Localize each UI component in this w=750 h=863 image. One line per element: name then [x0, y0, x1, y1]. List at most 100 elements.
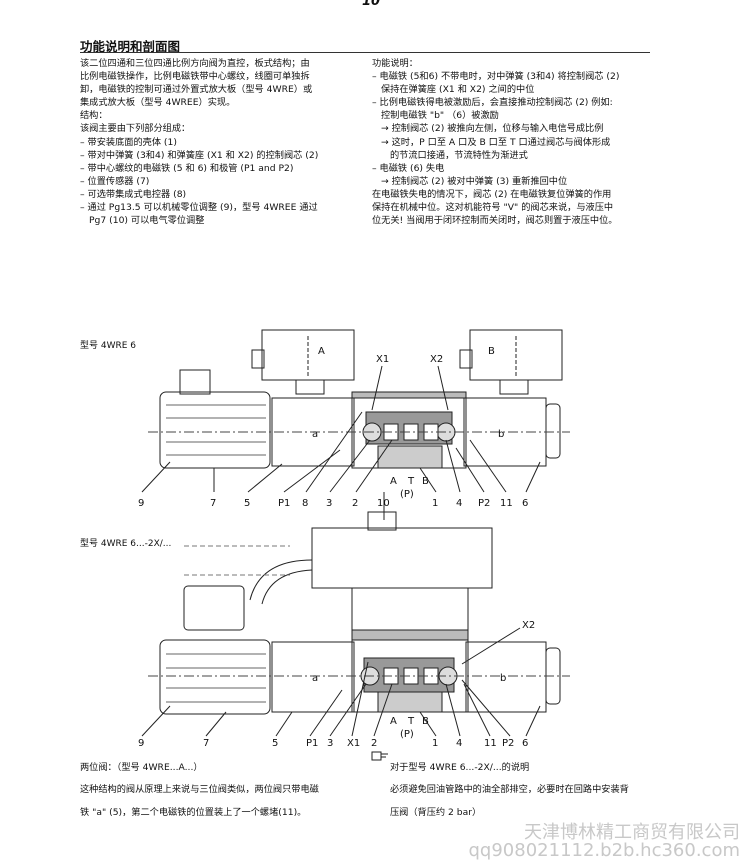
sensor-plug: [183, 585, 245, 631]
leader-1: [419, 711, 437, 737]
right_column-line: 的节流口接通，节流特性为渐进式: [390, 149, 528, 161]
two-position-note: 两位阀：（型号 4WRE...A...） 这种结构的阀从原理上来说与三位阀类似，两…: [80, 752, 360, 828]
left_column-line: – 带对中弹簧 (3和4) 和弹簧座 (X1 和 X2) 的控制阀芯 (2): [80, 149, 319, 161]
leader-9: [141, 705, 171, 737]
leader-11: [469, 439, 507, 493]
figure1-labels: A B X1 X2 a b A T B (P) 9 7 5 P1 8 3 2 1…: [138, 346, 528, 509]
sensor-connector: [179, 369, 211, 395]
num-5: 5: [244, 498, 250, 509]
left-column: 该二位四通和三位四通比例方向阀为直控，板式结构；由比例电磁铁操作，比例电磁铁带中…: [80, 57, 360, 227]
port-a: A: [390, 476, 397, 487]
left_column-line: 集成式放大板（型号 4WREE）实现。: [80, 97, 236, 109]
leader-p2: [455, 447, 485, 493]
right_column-line: 控制电磁铁 "b" （6）被激励: [381, 110, 499, 122]
num-4: 4: [456, 738, 462, 749]
right_column-line: 在电磁铁失电的情况下，阀芯 (2) 在电磁铁复位弹簧的作用: [372, 188, 612, 200]
num-7: 7: [203, 738, 209, 749]
label-solenoid-b: b: [498, 429, 504, 440]
leader-6: [525, 705, 541, 737]
leader-2: [373, 683, 393, 737]
port-b: B: [422, 476, 429, 487]
num-3: 3: [326, 498, 332, 509]
right_column-line: → 控制阀芯 (2) 被对中弹簧 (3) 重新推回中位: [381, 175, 568, 187]
left_column-line: – 通过 Pg13.5 可以机械零位调整 (9)，型号 4WREE 通过: [80, 202, 318, 214]
num-5: 5: [272, 738, 278, 749]
bottom_right-line: 压阀（背压约 2 bar）: [390, 806, 482, 818]
num-1: 1: [432, 498, 438, 509]
port-a-2: A: [390, 716, 397, 727]
valve-ports-2: [377, 691, 443, 713]
label-x1: X1: [376, 354, 389, 365]
bottom_left-line: 两位阀：（型号 4WRE...A...）: [80, 762, 203, 774]
port-t-2: T: [407, 716, 415, 727]
leader-x2: [461, 627, 521, 665]
num-11: 11: [500, 498, 513, 509]
leader-p1: [309, 689, 343, 737]
leader-11: [463, 683, 491, 737]
note-hand-icon: [371, 751, 388, 761]
right_column-line: 保持在弹簧座 (X1 和 X2) 之间的中位: [381, 84, 535, 96]
left_column-line: – 位置传感器 (7): [80, 175, 150, 187]
right_column-line: – 电磁铁 (6) 失电: [372, 162, 445, 174]
cable: [261, 569, 313, 605]
num-8: 8: [302, 498, 308, 509]
position-sensor: [159, 391, 271, 469]
electronics-knob: [367, 511, 397, 531]
left_column-line: 比例电磁铁操作，比例电磁铁带中心螺纹，线圈可单独拆: [80, 71, 310, 83]
position-sensor-2: [159, 639, 271, 715]
num-9: 9: [138, 498, 144, 509]
right_column-line: – 电磁铁 (5和6) 不带电时，对中弹簧 (3和4) 将控制阀芯 (2): [372, 71, 620, 83]
port-p-2: (P): [400, 729, 414, 740]
leader-3: [329, 439, 371, 493]
coil-b-letter: B: [488, 346, 495, 357]
num-10: 10: [377, 498, 390, 509]
num-x1: X1: [347, 738, 360, 749]
watermark-company: 天津博林精工商贸有限公司: [524, 822, 740, 843]
coil-a-letter: A: [318, 346, 325, 357]
bottom_left-line: 这种结构的阀从原理上来说与三位阀类似，两位阀只带电磁: [80, 784, 319, 796]
num-p2: P2: [478, 498, 490, 509]
num-p2: P2: [502, 738, 514, 749]
leader-1: [419, 467, 437, 493]
num-p1: P1: [306, 738, 318, 749]
left_column-line: – 带安装底面的壳体 (1): [80, 136, 177, 148]
leader-2: [355, 439, 393, 493]
cable: [249, 559, 313, 601]
bottom_left-line: 铁 "a" (5)，第二个电磁铁的位置装上了一个螺堵(11)。: [80, 806, 307, 818]
port-t: T: [407, 476, 415, 487]
left_column-line: 该二位四通和三位四通比例方向阀为直控，板式结构；由: [80, 58, 310, 69]
leader-5: [247, 463, 283, 493]
left_column-line: 该阀主要由下列部分组成：: [80, 123, 191, 135]
leader-9: [141, 461, 171, 493]
right-column: 功能说明：– 电磁铁 (5和6) 不带电时，对中弹簧 (3和4) 将控制阀芯 (…: [372, 57, 652, 227]
page-number: 10: [362, 0, 381, 9]
leader-x1: [371, 365, 383, 411]
bottom_right-line: 对于型号 4WRE 6...-2X/...的说明: [390, 762, 530, 774]
num-2: 2: [352, 498, 358, 509]
valve-ports: [377, 445, 443, 469]
num-2: 2: [371, 738, 377, 749]
leader-x2: [437, 365, 449, 411]
right_column-line: → 控制阀芯 (2) 被推向左侧，位移与输入电信号成比例: [381, 123, 604, 135]
solenoid-a-2: [271, 641, 355, 713]
section-title: 功能说明和剖面图: [80, 39, 181, 54]
num-1: 1: [432, 738, 438, 749]
integrated-electronics: [311, 527, 493, 589]
port-b-2: B: [422, 716, 429, 727]
num-4: 4: [456, 498, 462, 509]
left_column-line: – 带中心螺纹的电磁铁 (5 和 6) 和极管 (P1 and P2): [80, 162, 294, 174]
valve-body-top: [351, 391, 467, 399]
label-x2-2: X2: [522, 620, 535, 631]
type-note: 对于型号 4WRE 6...-2X/...的说明必须避免回油管路中的油全部排空，…: [390, 752, 660, 828]
left_column-line: Pg7 (10) 可以电气零位调整: [89, 215, 205, 227]
label-solenoid-b-2: b: [500, 673, 506, 684]
left_column-line: – 可选带集成式电控器 (8): [80, 188, 187, 200]
right_column-line: 保持在机械中位。这对机能符号 "V" 的阀芯来说，与液压中: [372, 202, 614, 214]
leader-4: [445, 683, 461, 737]
valve-body-plate: [351, 629, 469, 641]
leader-x1: [351, 661, 369, 737]
num-p1: P1: [278, 498, 290, 509]
left_column-line: 结构：: [80, 110, 108, 122]
label-solenoid-a: a: [312, 429, 318, 440]
